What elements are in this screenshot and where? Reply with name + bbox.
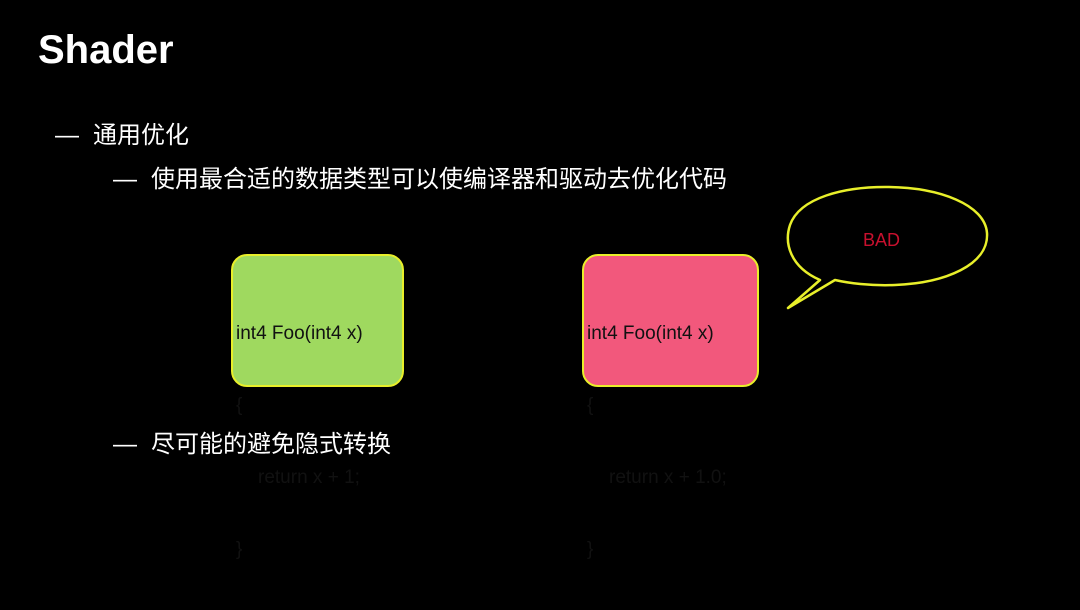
code-line: return x + 1.0; [609, 467, 727, 488]
bullet-text: 通用优化 [93, 122, 189, 149]
bullet-general-optimization: — 通用优化 [55, 121, 189, 151]
bad-label: BAD [863, 230, 901, 250]
speech-bubble-shape [786, 185, 989, 310]
bullet-text: 尽可能的避免隐式转换 [151, 431, 391, 458]
code-line: } [587, 539, 594, 560]
bullet-implicit-conversion: — 尽可能的避免隐式转换 [113, 430, 391, 460]
bullet-text: 使用最合适的数据类型可以使编译器和驱动去优化代码 [151, 166, 727, 193]
code-line: } [236, 539, 243, 560]
slide-title: Shader [38, 28, 174, 72]
good-code-box: int4 Foo(int4 x) { return x + 1; } [231, 254, 404, 560]
code-line: int4 Foo(int4 x) [236, 323, 363, 344]
bullet-dash: — [113, 431, 137, 458]
code-line: { [236, 395, 243, 416]
code-line: int4 Foo(int4 x) [587, 323, 714, 344]
bullet-data-types: — 使用最合适的数据类型可以使编译器和驱动去优化代码 [113, 165, 727, 195]
code-line: return x + 1; [258, 467, 360, 488]
speech-bubble: BAD [780, 185, 995, 310]
bullet-dash: — [113, 166, 137, 193]
bullet-dash: — [55, 122, 79, 149]
bad-code-box: int4 Foo(int4 x) { return x + 1.0; } [582, 254, 759, 560]
code-line: { [587, 395, 594, 416]
